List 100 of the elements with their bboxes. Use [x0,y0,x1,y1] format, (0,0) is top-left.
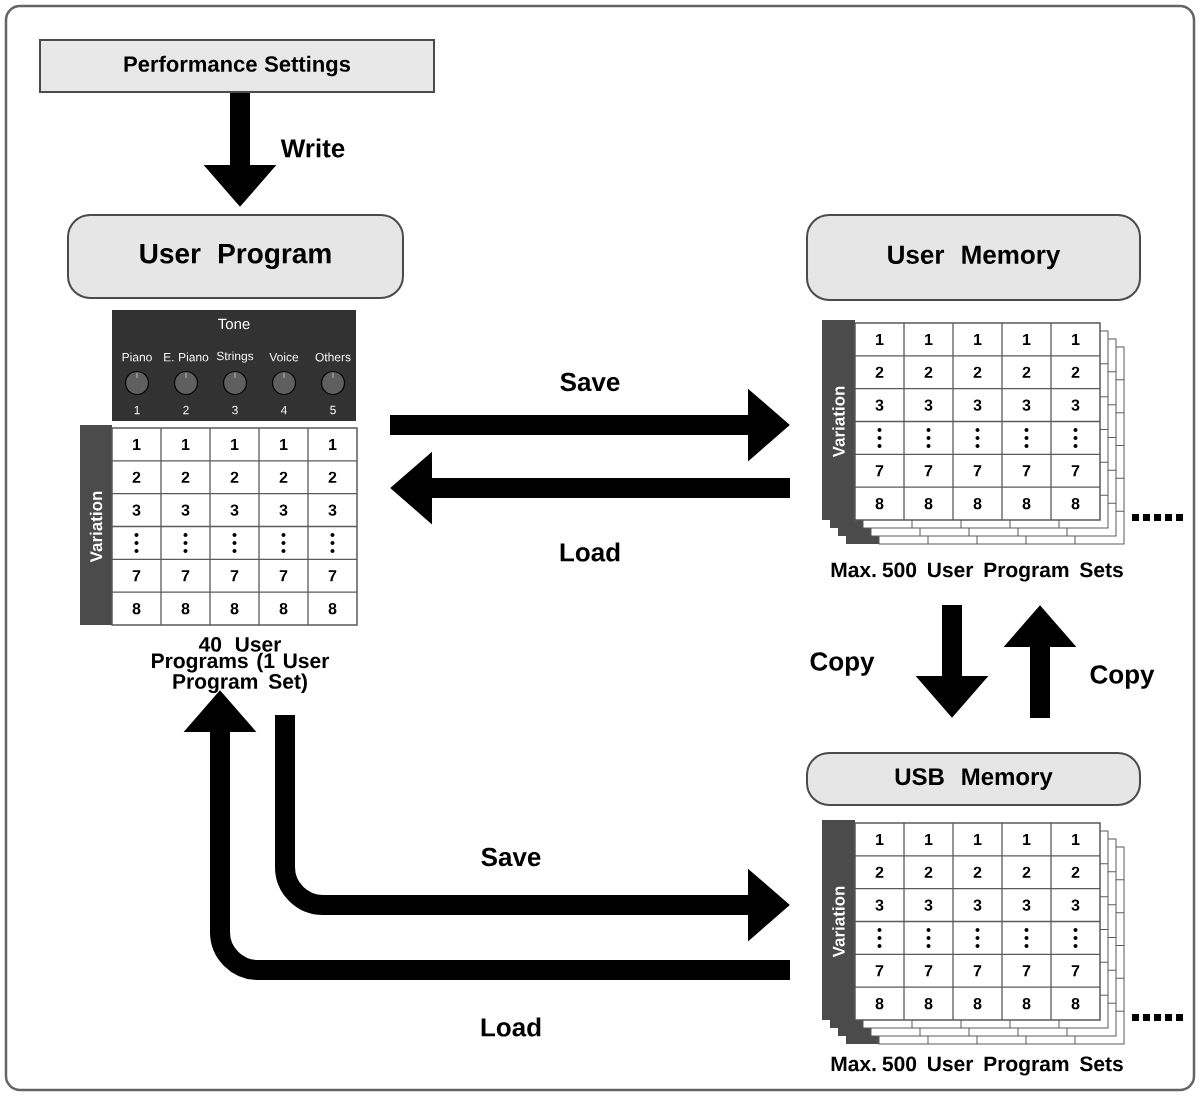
edge-label: Load [477,1015,545,1039]
cell-number: 8 [924,497,933,510]
cell-number: 2 [1022,866,1031,878]
cell-number: 8 [875,497,884,510]
cell-number: 7 [1022,965,1031,977]
cell-number: 2 [230,471,239,483]
cell-number: 1 [1072,833,1080,845]
cell-number: 2 [132,471,141,483]
knob-label: Strings [216,351,254,363]
cell-number: 7 [328,570,337,582]
cell-number: 2 [875,866,884,878]
cell-number: 2 [875,366,884,378]
cell-number: 7 [230,570,239,582]
cell-number: 2 [1071,366,1080,378]
cell-number: 3 [328,504,337,516]
cell-number: 1 [974,333,982,345]
cell-number: 7 [924,965,933,977]
cell-number: 1 [1023,333,1031,345]
cell-number: 2 [328,471,337,483]
cell-number: 2 [279,471,288,483]
cell-number: 2 [924,366,933,378]
cell-number: 3 [230,504,239,516]
memory-box: USB Memory [806,752,1141,806]
node-label: Variation [832,386,845,458]
cell-number: 3 [181,504,190,516]
cell-number: 3 [924,899,933,911]
cell-number: 8 [230,602,239,615]
cell-number: 8 [1022,497,1031,510]
cell-number: 7 [875,465,884,477]
cell-number: 1 [1023,833,1031,845]
cell-number: 2 [1022,366,1031,378]
cell-number: 8 [973,997,982,1010]
cell-number: 8 [181,602,190,615]
cell-number: 1 [876,833,884,845]
cell-number: 8 [1071,997,1080,1010]
node-label: Max. 500 User Program Sets [831,562,1123,582]
cell-number: 1 [280,438,288,450]
title-box: Performance Settings [39,39,435,93]
cell-number: 3 [875,399,884,411]
cell-number: 8 [279,602,288,615]
cell-number: 8 [132,602,141,615]
cell-number: 1 [329,438,337,450]
edge-label: Load [556,540,624,564]
knob-label: E. Piano [164,352,209,362]
cell-number: 7 [1071,465,1080,477]
cell-number: 7 [1071,965,1080,977]
cell-number: 2 [1071,866,1080,878]
cell-number: 1 [133,438,141,450]
cell-number: 7 [279,570,288,582]
cell-number: 1 [925,333,933,345]
cell-number: 2 [973,866,982,878]
edge-label: Save [557,370,623,394]
node-label: Variation [832,886,845,958]
edge-label: Save [478,845,544,869]
cell-number: 1 [182,438,190,450]
cell-number: 3 [973,399,982,411]
cell-number: 7 [181,570,190,582]
edge-label: Copy [807,650,877,678]
cell-number: 2 [181,471,190,483]
cell-number: 3 [924,399,933,411]
cell-number: 3 [973,899,982,911]
cell-number: 7 [924,465,933,477]
cell-number: 1 [925,833,933,845]
cell-number: 3 [279,504,288,516]
node-label: Variation [89,491,103,563]
cell-number: 8 [924,997,933,1010]
cell-number: 1 [974,833,982,845]
memory-box: User Memory [806,214,1141,301]
knob-number: 4 [280,405,287,415]
edge-label: Copy [1087,663,1157,691]
cell-number: 3 [1022,399,1031,411]
node-label: 40 User Programs (1 User Program Set) [152,636,330,694]
cell-number: 1 [1072,333,1080,345]
cell-number: 3 [132,504,141,516]
cell-number: 8 [1022,997,1031,1010]
node-label: Max. 500 User Program Sets [831,1056,1123,1076]
cell-number: 2 [924,866,933,878]
knob-number: 5 [330,405,336,415]
knob-number: 3 [232,405,238,415]
cell-number: 3 [1071,899,1080,911]
cell-number: 3 [1071,399,1080,411]
cell-number: 8 [875,997,884,1010]
cell-number: 8 [973,497,982,510]
cell-number: 2 [973,366,982,378]
cell-number: 3 [875,899,884,911]
knob-number: 2 [183,405,189,415]
cell-number: 3 [1022,899,1031,911]
knob-label: Voice [269,352,299,362]
cell-number: 7 [875,965,884,977]
cell-number: 7 [132,570,141,582]
knob-label: Others [315,352,351,362]
cell-number: 8 [328,602,337,615]
edge-label: Write [278,136,348,160]
memory-box: User Program [67,214,404,299]
knob-label: Piano [122,352,152,362]
cell-number: 7 [973,465,982,477]
cell-number: 8 [1071,497,1080,510]
cell-number: 1 [231,438,239,450]
cell-number: 7 [973,965,982,977]
knob-number: 1 [134,405,140,415]
